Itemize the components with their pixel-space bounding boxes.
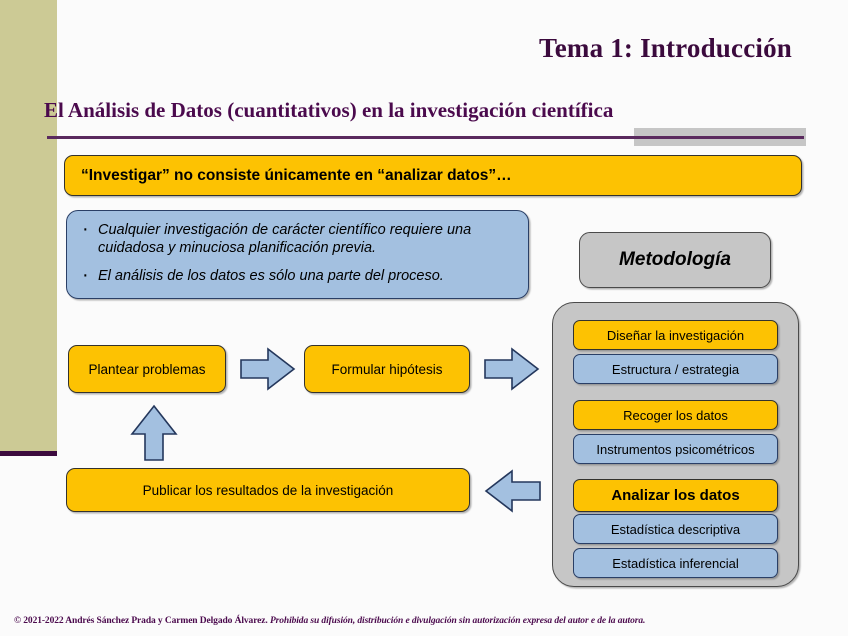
arrow-right-icon — [240, 347, 296, 391]
flow-node-label: Publicar los resultados de la investigac… — [142, 482, 394, 498]
method-step-descriptiva: Estadística descriptiva — [573, 514, 778, 544]
methodology-heading-label: Metodología — [619, 249, 731, 270]
flow-node-plantear-problemas: Plantear problemas — [68, 345, 226, 393]
footer-legal-text: Prohibida su difusión, distribución e di… — [269, 616, 646, 626]
left-band-rule — [0, 451, 57, 456]
subtitle-divider — [47, 136, 804, 139]
left-decorative-band — [0, 0, 57, 451]
method-step-disenar: Diseñar la investigación — [573, 320, 778, 350]
flow-node-label: Plantear problemas — [88, 361, 206, 377]
flow-node-formular-hipotesis: Formular hipótesis — [304, 345, 470, 393]
method-step-label: Instrumentos psicométricos — [596, 441, 755, 457]
info-callout-box: Cualquier investigación de carácter cien… — [66, 210, 529, 299]
footer-copyright: © 2021-2022 Andrés Sánchez Prada y Carme… — [14, 616, 840, 626]
method-step-recoger: Recoger los datos — [573, 400, 778, 430]
method-step-analizar: Analizar los datos — [573, 479, 778, 512]
method-step-label: Estructura / estrategia — [611, 361, 740, 377]
method-step-label: Estadística descriptiva — [610, 521, 741, 537]
list-item: El análisis de los datos es sólo una par… — [79, 263, 514, 287]
flow-node-label: Formular hipótesis — [331, 361, 443, 377]
flow-node-publicar-resultados: Publicar los resultados de la investigac… — [66, 468, 470, 512]
info-bullet-list: Cualquier investigación de carácter cien… — [79, 217, 514, 287]
arrow-left-icon — [484, 468, 542, 514]
headline-banner-label: “Investigar” no consiste únicamente en “… — [81, 166, 512, 184]
method-step-instrumentos: Instrumentos psicométricos — [573, 434, 778, 464]
arrow-right-icon — [484, 347, 540, 391]
methodology-heading-box: Metodología — [579, 232, 771, 288]
method-step-estructura: Estructura / estrategia — [573, 354, 778, 384]
method-step-label: Estadística inferencial — [612, 555, 739, 571]
headline-banner: “Investigar” no consiste únicamente en “… — [64, 155, 802, 196]
list-item: Cualquier investigación de carácter cien… — [79, 217, 514, 257]
page-title: Tema 1: Introducción — [538, 33, 792, 63]
method-step-label: Recoger los datos — [623, 407, 728, 423]
footer-copyright-text: © 2021-2022 Andrés Sánchez Prada y Carme… — [14, 616, 268, 626]
method-step-label: Diseñar la investigación — [606, 327, 745, 343]
arrow-up-icon — [130, 404, 178, 462]
method-step-inferencial: Estadística inferencial — [573, 548, 778, 578]
method-step-label: Analizar los datos — [611, 487, 740, 504]
page-subtitle: El Análisis de Datos (cuantitativos) en … — [44, 98, 614, 122]
